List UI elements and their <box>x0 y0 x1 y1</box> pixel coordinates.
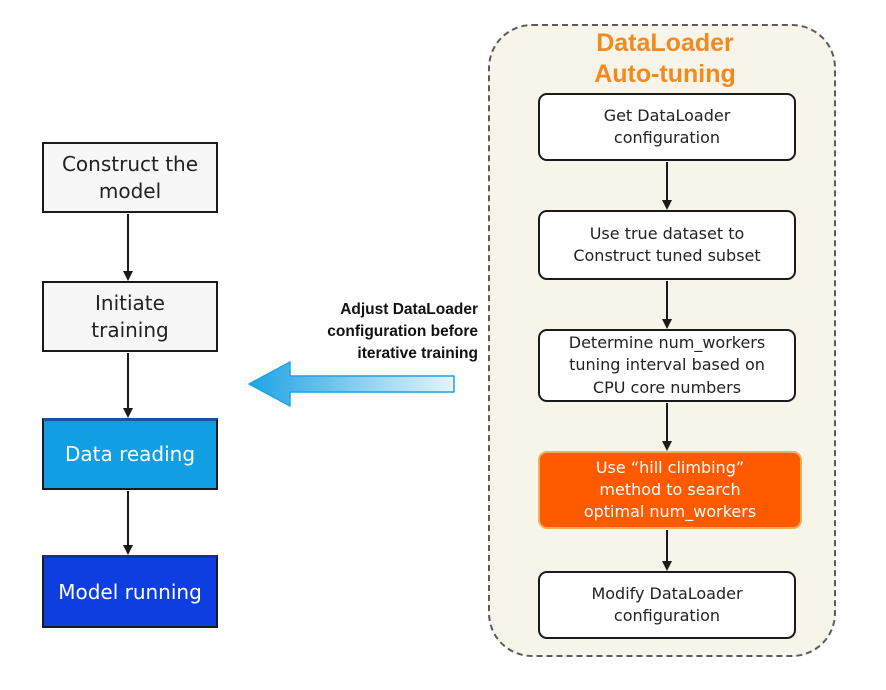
step-get-config: Get DataLoader configuration <box>538 93 796 161</box>
adjust-dataloader-label: Adjust DataLoader configuration before i… <box>327 301 478 362</box>
model-running-box: Model running <box>42 555 218 628</box>
data-reading-box: Data reading <box>42 418 218 490</box>
step-construct-subset: Use true dataset to Construct tuned subs… <box>538 210 796 280</box>
step-determine-interval: Determine num_workers tuning interval ba… <box>538 329 796 402</box>
initiate-training-box: Initiate training <box>42 281 218 352</box>
big-left-arrow <box>248 361 455 407</box>
construct-model-box: Construct the model <box>42 142 218 213</box>
step-modify-config: Modify DataLoader configuration <box>538 571 796 639</box>
autotune-panel-title: DataLoader Auto-tuning <box>594 29 736 88</box>
step-hill-climbing: Use “hill climbing” method to search opt… <box>538 451 802 529</box>
